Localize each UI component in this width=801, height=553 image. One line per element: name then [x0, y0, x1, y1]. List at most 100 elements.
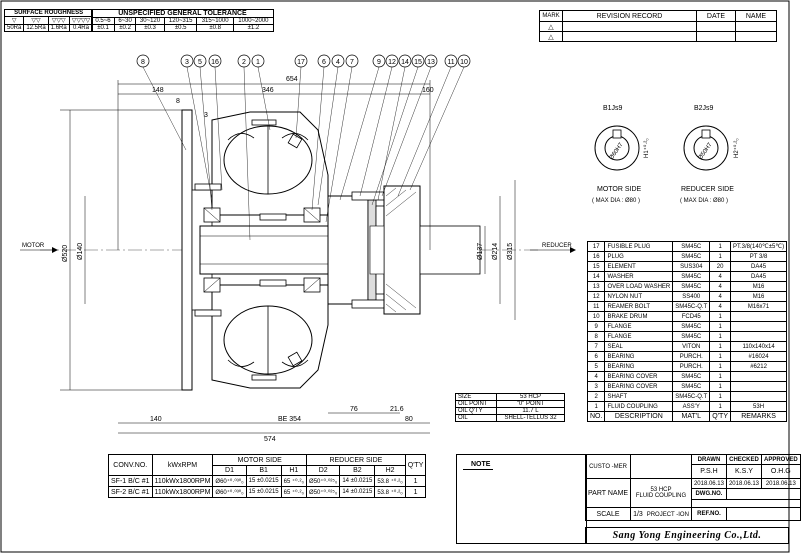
- bom-description: OVER LOAD WASHER: [604, 281, 674, 292]
- bom-no: 8: [586, 331, 606, 342]
- dim-346: 346: [262, 87, 274, 94]
- bom-description: PLUG: [604, 251, 674, 262]
- plug: [287, 351, 303, 367]
- dim-8: 8: [176, 98, 180, 105]
- tolerance-value: ±0.3: [135, 24, 165, 32]
- balloon: 12: [359, 54, 399, 197]
- bom-no: 7: [586, 341, 606, 352]
- bom-qty: 4: [709, 301, 731, 312]
- bom-material: PURCH.: [672, 361, 711, 372]
- bom-description: FUSIBLE PLUG: [604, 241, 674, 252]
- bom-material: SUS304: [672, 261, 711, 272]
- d1: Ø60⁺⁰·⁰³⁰₀: [212, 475, 247, 487]
- tolerance-value: ±0.8: [196, 24, 234, 32]
- conveyor-spec-table: CONV.NO. kWxRPM MOTOR SIDE REDUCER SIDE …: [108, 454, 427, 498]
- balloon: 10: [409, 54, 471, 191]
- checked-label: CHECKED: [725, 454, 763, 465]
- bom-material: SM45C: [672, 241, 711, 252]
- bom-remarks: DA45: [729, 271, 788, 282]
- balloon: 4: [317, 54, 345, 206]
- bom-remarks: M16: [729, 291, 788, 302]
- reducer-max-dia: ( MAX DIA : Ø80 ): [680, 198, 728, 204]
- balloon: 2: [237, 54, 251, 241]
- bom-qty: 1: [709, 331, 731, 342]
- reducer-hub: [419, 225, 481, 275]
- motor-flange: [181, 109, 193, 391]
- balloon: 9: [339, 54, 386, 201]
- svg-text:4: 4: [336, 59, 340, 66]
- date: 2018.06.13: [690, 478, 727, 489]
- bom-no: 14: [586, 271, 606, 282]
- motor-depth-label: H1⁺⁰·²₀: [643, 138, 650, 158]
- surface-roughness-table: SURFACE ROUGHNESS ▽ ▽▽ ▽▽▽ ▽▽▽▽ 50Ra 12.…: [3, 9, 94, 32]
- bom-description: NYLON NUT: [604, 291, 674, 302]
- svg-text:11: 11: [447, 59, 454, 66]
- bom-no: 15: [586, 261, 606, 272]
- drawn-by: P.S.H: [690, 464, 727, 479]
- qty: 1: [404, 486, 427, 498]
- bom-no: 4: [586, 371, 606, 382]
- svg-text:14: 14: [401, 59, 409, 66]
- part-balloons: 8 3 5 16 2 1 17 6 4 7 9 12 14 15 13 11 1…: [136, 54, 471, 241]
- svg-text:2: 2: [242, 59, 246, 66]
- dia-137: Ø137: [477, 243, 484, 260]
- bom-qty: 1: [709, 241, 731, 252]
- bom-remarks: 110x140x14: [729, 341, 788, 352]
- balloon: 5: [193, 54, 213, 211]
- dim-3: 3: [204, 112, 208, 119]
- dia-315: Ø315: [507, 243, 514, 260]
- svg-text:16: 16: [211, 59, 219, 66]
- bom-qty: 1: [709, 401, 731, 412]
- bom-remarks: [729, 381, 788, 392]
- bom-remarks: [729, 311, 788, 322]
- bom-description: FLANGE: [604, 321, 674, 332]
- motor-side-caption: MOTOR SIDE: [597, 186, 642, 193]
- ref-no-label: REF.NO.: [690, 507, 727, 521]
- customer-label: CUSTO -MER: [584, 454, 632, 479]
- balloon: 8: [136, 54, 187, 151]
- bom-header-no: NO.: [586, 411, 606, 422]
- note-box: NOTE: [456, 454, 587, 544]
- bom-remarks: PT 3/8: [729, 251, 788, 262]
- qty: 1: [404, 475, 427, 487]
- bom-qty: 1: [709, 381, 731, 392]
- conv-no: SF-2 B/C #1: [108, 486, 153, 498]
- company-logo: Sang Yong Engineering Co.,Ltd.: [585, 527, 789, 544]
- svg-text:8: 8: [141, 59, 145, 66]
- dim-76: 76: [350, 406, 358, 413]
- d2: Ø50⁺⁰·⁰²⁵₀: [306, 486, 341, 498]
- b2: 14 ±0.0215: [339, 475, 376, 487]
- bom-no: 10: [586, 311, 606, 322]
- motor-keyway-label: B1Js9: [603, 105, 623, 112]
- bom-material: SM45C-Q.T: [672, 391, 711, 402]
- dim-21-6: 21.6: [390, 406, 404, 413]
- balloon: 17: [294, 54, 308, 139]
- bom-material: SM45C: [672, 271, 711, 282]
- bom-material: SM45C: [672, 281, 711, 292]
- bom-qty: 1: [709, 321, 731, 332]
- reducer-side-caption: REDUCER SIDE: [681, 186, 734, 193]
- sub-header: B2: [339, 465, 376, 476]
- reducer-arrow-icon: [570, 247, 576, 253]
- svg-text:5: 5: [198, 59, 202, 66]
- bom-description: SEAL: [604, 341, 674, 352]
- brake-drum-hatch: [385, 187, 417, 313]
- drawn-label: DRAWN: [690, 454, 727, 465]
- bom-header-remarks: REMARKS: [729, 411, 788, 422]
- svg-text:3: 3: [185, 59, 189, 66]
- reducer-side-header: REDUCER SIDE: [306, 454, 406, 466]
- balloon: 6: [311, 54, 331, 211]
- approved-by: O.H.G: [761, 464, 801, 479]
- dwg-no-label: DWG.NO.: [690, 488, 727, 500]
- sub-header: D2: [306, 465, 341, 476]
- motor-side-header: MOTOR SIDE: [212, 454, 308, 466]
